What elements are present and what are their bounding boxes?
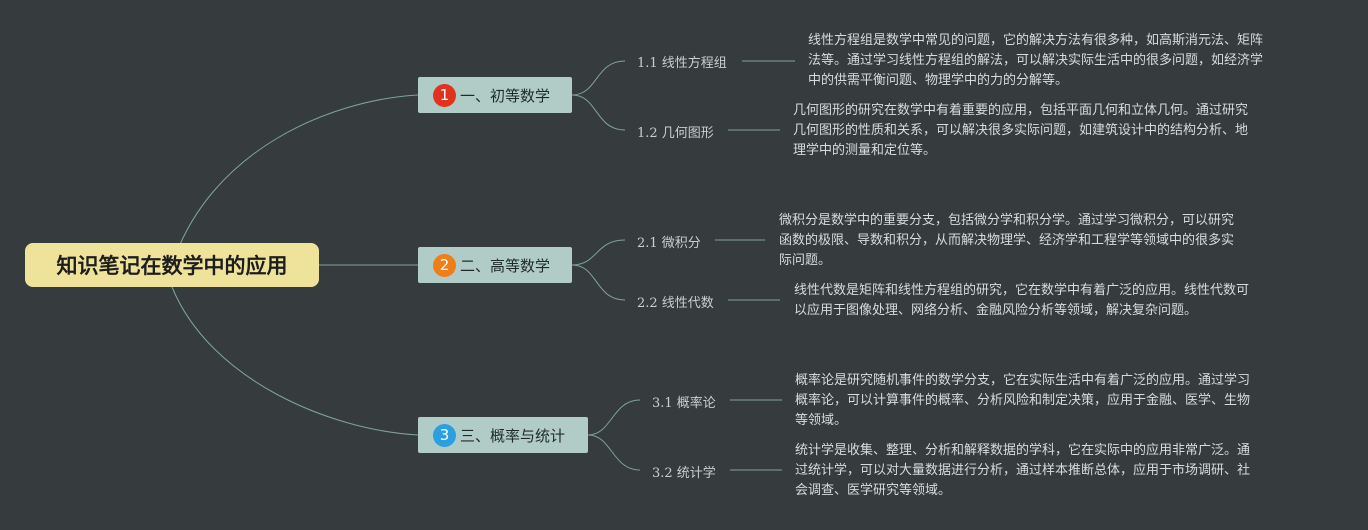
detail-line: 概率论是研究随机事件的数学分支，它在实际生活中有着广泛的应用。通过学习 — [795, 373, 1251, 388]
connector-branch-1-leaf-2 — [571, 94, 626, 131]
leaf-node-3-2[interactable]: 3.2 统计学 — [652, 466, 716, 481]
detail-text-1-2[interactable]: 几何图形的研究在数学中有着重要的应用，包括平面几何和立体几何。通过研究 几何图形… — [793, 101, 1248, 161]
detail-text-3-2[interactable]: 统计学是收集、整理、分析和解释数据的学科，它在实际中的应用非常广泛。通 过统计学… — [795, 441, 1250, 501]
branch-node-3[interactable]: 3 三、概率与统计 — [418, 417, 588, 453]
leaf-node-2-1[interactable]: 2.1 微积分 — [637, 236, 701, 251]
branch-node-2[interactable]: 2 二、高等数学 — [418, 247, 572, 283]
leaf-node-3-1[interactable]: 3.1 概率论 — [652, 396, 716, 411]
root-node[interactable]: 知识笔记在数学中的应用 — [25, 243, 319, 287]
connector-branch-1-leaf-1 — [571, 60, 626, 96]
detail-line: 以应用于图像处理、网络分析、金融风险分析等领域，解决复杂问题。 — [794, 303, 1198, 318]
detail-line: 几何图形的研究在数学中有着重要的应用，包括平面几何和立体几何。通过研究 — [793, 103, 1249, 118]
connector-root-branch-3 — [171, 286, 419, 436]
detail-line: 线性方程组是数学中常见的问题，它的解决方法有很多种，如高斯消元法、矩阵 — [808, 33, 1264, 48]
detail-line: 过统计学，可以对大量数据进行分析，通过样本推断总体，应用于市场调研、社 — [795, 463, 1251, 478]
detail-line: 法等。通过学习线性方程组的解法，可以解决实际生活中的很多问题，如经济学 — [808, 53, 1264, 68]
leaf-node-1-2[interactable]: 1.2 几何图形 — [637, 126, 714, 141]
connector-branch-3-leaf-2 — [587, 434, 641, 471]
branch-label-1: 一、初等数学 — [460, 86, 551, 105]
detail-line: 统计学是收集、整理、分析和解释数据的学科，它在实际中的应用非常广泛。通 — [795, 443, 1251, 458]
detail-text-2-2[interactable]: 线性代数是矩阵和线性方程组的研究，它在数学中有着广泛的应用。线性代数可 以应用于… — [794, 281, 1249, 321]
detail-line: 际问题。 — [779, 253, 832, 268]
detail-line: 函数的极限、导数和积分，从而解决物理学、经济学和工程学等领域中的很多实 — [779, 233, 1235, 248]
detail-text-2-1[interactable]: 微积分是数学中的重要分支，包括微分学和积分学。通过学习微积分，可以研究 函数的极… — [779, 211, 1234, 271]
detail-text-3-1[interactable]: 概率论是研究随机事件的数学分支，它在实际生活中有着广泛的应用。通过学习 概率论，… — [795, 371, 1250, 431]
connector-branch-2-leaf-2 — [571, 264, 626, 301]
detail-line: 线性代数是矩阵和线性方程组的研究，它在数学中有着广泛的应用。线性代数可 — [794, 283, 1250, 298]
detail-line: 概率论，可以计算事件的概率、分析风险和制定决策，应用于金融、医学、生物 — [795, 393, 1251, 408]
connector-root-branch-1 — [171, 94, 419, 266]
connector-branch-3-leaf-1 — [587, 399, 641, 436]
leaf-node-2-2[interactable]: 2.2 线性代数 — [637, 296, 714, 311]
root-label: 知识笔记在数学中的应用 — [56, 254, 288, 278]
detail-line: 理学中的测量和定位等。 — [793, 143, 937, 158]
number-2-badge-icon: 2 — [433, 253, 456, 277]
branch-node-1[interactable]: 1 一、初等数学 — [418, 77, 572, 113]
detail-line: 等领域。 — [795, 413, 848, 428]
branch-label-2: 二、高等数学 — [460, 256, 551, 275]
leaf-node-1-1[interactable]: 1.1 线性方程组 — [637, 56, 727, 71]
detail-line: 微积分是数学中的重要分支，包括微分学和积分学。通过学习微积分，可以研究 — [779, 213, 1235, 228]
detail-line: 会调查、医学研究等领域。 — [795, 483, 952, 498]
branch-label-3: 三、概率与统计 — [460, 426, 566, 445]
detail-line: 几何图形的性质和关系，可以解决很多实际问题，如建筑设计中的结构分析、地 — [793, 123, 1249, 138]
detail-line: 中的供需平衡问题、物理学中的力的分解等。 — [808, 73, 1069, 88]
detail-text-1-1[interactable]: 线性方程组是数学中常见的问题，它的解决方法有很多种，如高斯消元法、矩阵 法等。通… — [808, 31, 1263, 91]
connector-branch-2-leaf-1 — [571, 239, 626, 266]
number-1-badge-icon: 1 — [433, 83, 456, 107]
number-3-badge-icon: 3 — [433, 423, 456, 447]
